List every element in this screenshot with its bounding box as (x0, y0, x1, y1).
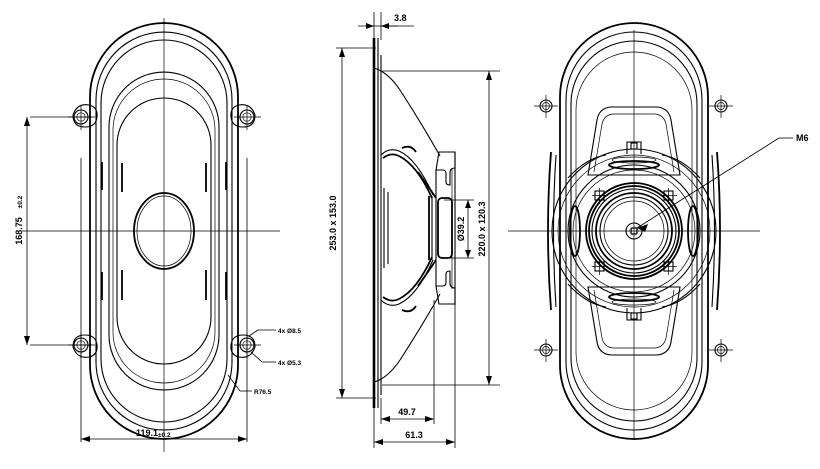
rear-view: M6 (508, 22, 809, 440)
side-inner-cone-lower-2 (382, 256, 433, 302)
rear-mount-holes (534, 95, 733, 362)
total-depth-label: 61.3 (405, 430, 423, 440)
side-inner-cone-upper-2 (382, 153, 433, 199)
rear-mount-hole-bottom-left (534, 339, 558, 362)
side-section-view: 3.8 253.0 x 153.0 Ø39.2 220.0 (328, 12, 500, 448)
rear-magnet-assembly (551, 148, 717, 314)
side-magnet-depth-dimension: 49.7 (380, 300, 435, 424)
side-total-depth-dimension: 61.3 (373, 305, 456, 448)
front-height-dimension: 168.75 ±0.2 (14, 117, 30, 345)
m6-bolt-bottom-right (661, 259, 677, 275)
m6-bolt-top-left (592, 188, 608, 204)
m6-bolt-bottom-left (592, 259, 608, 275)
mount-hole-bottom-right (230, 333, 261, 358)
front-height-tolerance: ±0.2 (17, 195, 24, 208)
front-width-tolerance: ±0.2 (158, 432, 171, 439)
side-flange (372, 38, 382, 408)
side-cone-lower-outline (373, 293, 441, 383)
frame-size-label: 253.0 x 153.0 (328, 195, 338, 250)
rear-mount-hole-bottom-right (709, 339, 733, 362)
side-inner-cone-lower (380, 259, 434, 306)
side-inner-cone-upper (380, 149, 434, 196)
front-width-dimension: 119.1 ±0.2 (81, 428, 247, 442)
rear-mount-hole-top-left (534, 95, 558, 118)
m6-label: M6 (796, 133, 809, 143)
side-cone-size-dimension: 220.0 x 120.3 (382, 70, 500, 386)
side-cone-upper-outline (373, 67, 441, 157)
callout-corner-radius: R76.5 (227, 374, 272, 396)
side-magnet-assembly (435, 151, 456, 305)
front-extension-lines (30, 116, 248, 442)
rear-basket-arms (587, 106, 681, 356)
magnet-depth-label: 49.7 (398, 407, 416, 417)
side-detail-marks (383, 145, 417, 313)
front-cone (116, 97, 212, 365)
callout-m6-thread: M6 (636, 133, 809, 232)
side-vent-diameter-dimension: Ø39.2 (444, 199, 474, 259)
vent-diameter-label: Ø39.2 (456, 217, 466, 242)
hole-inner-label: 4x Ø5.3 (278, 360, 302, 367)
mount-hole-top-right (230, 104, 261, 130)
front-view: 168.75 ±0.2 119.1 ±0.2 4x Ø8.5 4x Ø5.3 (14, 18, 302, 452)
side-frame-size-dimension: 253.0 x 153.0 (328, 47, 376, 399)
hole-outer-label: 4x Ø8.5 (278, 328, 302, 335)
callout-hole-outer: 4x Ø8.5 (248, 328, 302, 337)
mount-hole-bottom-left (68, 333, 98, 358)
front-width-label: 119.1 (136, 428, 158, 438)
m6-bolt-top-right (661, 188, 677, 204)
front-dust-cap (133, 192, 195, 270)
side-flange-thickness-dimension: 3.8 (358, 12, 414, 40)
front-outer-rim (89, 22, 239, 440)
rear-vent-slots (569, 156, 699, 306)
callout-hole-inner: 4x Ø5.3 (250, 351, 302, 367)
corner-radius-label: R76.5 (254, 389, 272, 396)
rear-m6-bolts (592, 188, 677, 275)
front-cone-ribs (101, 162, 227, 300)
flange-thickness-label: 3.8 (394, 13, 407, 23)
cone-size-label: 220.0 x 120.3 (477, 201, 487, 256)
rear-mount-hole-top-right (709, 95, 733, 118)
front-height-label: 168.75 (14, 217, 24, 245)
rear-outer-rim (559, 22, 709, 440)
front-surround (108, 71, 220, 391)
